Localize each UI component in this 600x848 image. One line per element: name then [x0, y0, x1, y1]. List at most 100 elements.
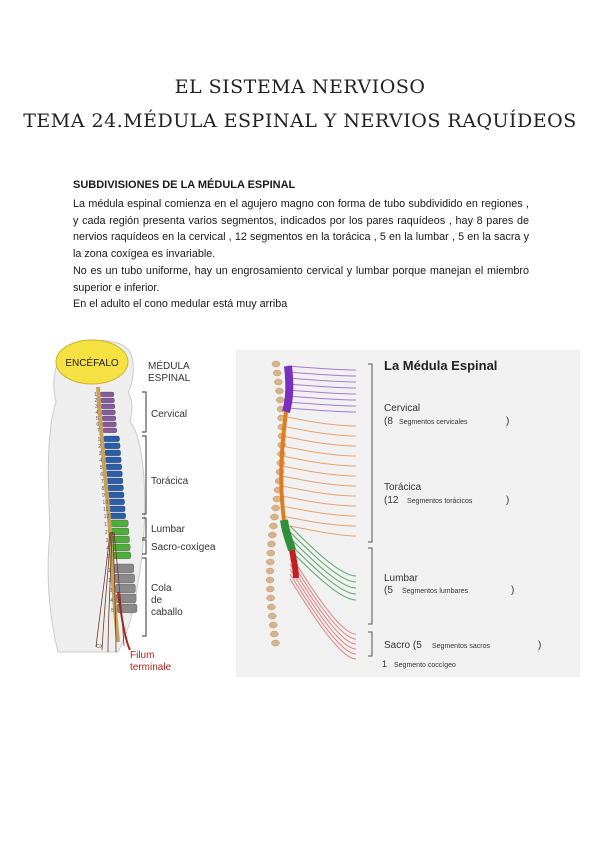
vertebra-body	[110, 519, 129, 527]
nerve-line	[287, 377, 357, 383]
spinal-cord	[96, 386, 120, 643]
vertebra-number: 5	[96, 416, 99, 422]
filum-label-1: Filum	[130, 650, 154, 661]
cervical-name: Cervical	[384, 403, 420, 414]
cola-label-1: Cola	[151, 583, 172, 594]
vertebra-number: 1	[98, 437, 101, 443]
nerve-line	[281, 465, 357, 477]
nerve-line	[281, 495, 357, 507]
vertebra-number: 4	[99, 458, 102, 464]
cervical-close: )	[506, 416, 509, 427]
vertebra-body	[100, 397, 115, 403]
vertebra-number: 2	[94, 398, 97, 404]
vertebra-body	[100, 403, 116, 409]
nerve-line	[287, 365, 357, 371]
coccyx-count: 1	[382, 659, 387, 669]
vertebra-bead	[266, 594, 275, 602]
vertebra-bead	[268, 612, 277, 620]
vertebra-bead	[271, 639, 280, 647]
vertebra-bead	[272, 495, 282, 503]
vertebra-bead	[267, 540, 276, 548]
vertebra-bead	[266, 558, 275, 566]
vertebra-bead	[270, 630, 279, 638]
spine-region-figure: ENCÉFALO 1234567123456789101112123451234…	[47, 339, 216, 673]
vertebra-number: 2	[109, 578, 112, 584]
vertebra-body	[105, 456, 122, 463]
vertebra-bead	[269, 522, 278, 530]
vertebra-body	[101, 409, 116, 415]
vertebra-number: 9	[102, 493, 105, 499]
vertebra-number: 2	[98, 444, 101, 450]
vertebra-number: 4	[110, 598, 113, 604]
cord-thoracic	[279, 411, 288, 521]
vertebra-body	[115, 583, 136, 593]
vertebra-bead	[270, 513, 279, 521]
nerve-line	[281, 515, 357, 527]
vertebra-body	[106, 477, 124, 484]
lumbar-count: (5	[384, 585, 393, 596]
vertebra-body	[112, 551, 131, 559]
section-heading: SUBDIVISIONES DE LA MÉDULA ESPINAL	[73, 179, 296, 191]
nerve-line	[281, 445, 357, 457]
vertebra-number: 4	[95, 410, 98, 416]
lumbar-nerves	[289, 525, 357, 601]
vertebra-body	[109, 512, 126, 519]
vertebra-body	[107, 491, 125, 498]
vertebra-bead	[266, 585, 275, 593]
nerve-line	[287, 371, 357, 377]
thoracic-label: Torácica	[151, 476, 189, 487]
document-title: EL SISTEMA NERVIOSO	[174, 76, 426, 98]
vertebra-number: 4	[106, 546, 109, 552]
thoracic-close: )	[506, 495, 509, 506]
document-subtitle: TEMA 24.MÉDULA ESPINAL Y NERVIOS RAQUÍDE…	[23, 110, 577, 132]
thoracic-vertebrae	[103, 435, 126, 519]
sacro-close: )	[538, 640, 541, 651]
vertebra-body	[102, 421, 117, 427]
vertebra-body	[99, 391, 115, 397]
vertebra-body	[113, 563, 134, 573]
nerve-line	[289, 531, 357, 583]
vertebra-body	[103, 442, 121, 449]
nerve-line	[281, 455, 357, 467]
section-body: La médula espinal comienza en el agujero…	[73, 196, 529, 313]
vertebra-number: 3	[109, 588, 112, 594]
cervical-label: Cervical	[151, 409, 187, 420]
cord-label-line2: ESPINAL	[148, 373, 191, 384]
vertebra-body	[103, 435, 120, 442]
coccyx-number: CX	[96, 644, 104, 650]
vertebra-body	[110, 527, 130, 535]
nerve-line	[281, 425, 357, 437]
vertebra-body	[102, 427, 118, 433]
lumbar-label: Lumbar	[151, 524, 186, 535]
cord-sacral	[289, 549, 299, 579]
vertebra-number: 3	[95, 404, 98, 410]
nerve-line	[289, 543, 357, 595]
vertebra-bead	[269, 621, 278, 629]
nerve-line	[287, 401, 357, 407]
nerve-line	[289, 549, 357, 601]
vertebra-number: 8	[101, 486, 104, 492]
vertebra-bead	[274, 378, 283, 386]
nerve-line	[287, 383, 357, 389]
lumbar-vertebrae	[110, 519, 131, 559]
vertebra-body	[107, 484, 124, 491]
thoracic-nerves	[281, 415, 357, 537]
nerve-line	[281, 505, 357, 517]
nerve-line	[289, 525, 357, 577]
nerve-line	[287, 389, 357, 395]
vertebra-bead	[268, 531, 277, 539]
paragraph-1: La médula espinal comienza en el agujero…	[73, 198, 529, 261]
coccyx-text: Segmento coccígeo	[394, 662, 456, 669]
vertebra-bead	[275, 387, 284, 395]
nerve-line	[289, 537, 357, 589]
vertebra-body	[108, 505, 126, 512]
nerve-line	[281, 485, 357, 497]
vertebra-number: 1	[104, 522, 107, 528]
figure-title: La Médula Espinal	[384, 358, 497, 373]
vertebra-bead	[272, 369, 282, 377]
thoracic-count: (12	[384, 495, 399, 506]
filum-label-2: terminale	[130, 662, 172, 673]
vertebra-bead	[271, 504, 280, 512]
vertebra-bead	[276, 396, 285, 404]
